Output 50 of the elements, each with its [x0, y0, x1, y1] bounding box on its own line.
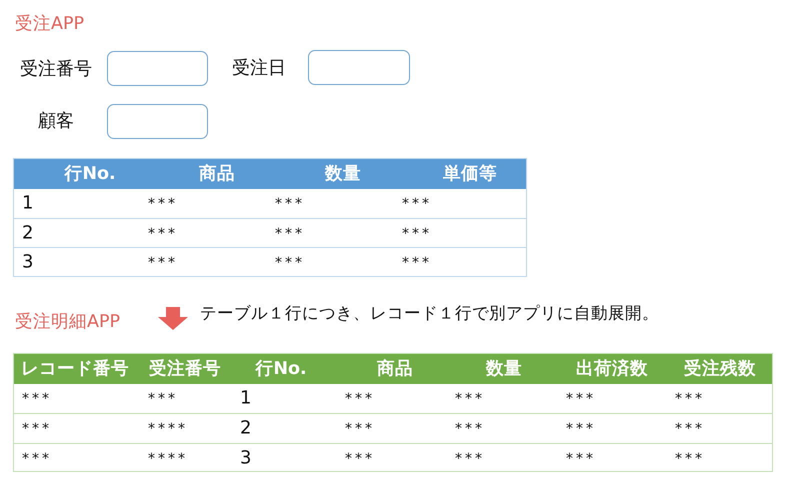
- row-number: 1: [240, 388, 252, 410]
- column-header: 行No.: [64, 164, 116, 184]
- placeholder-value: ***: [148, 196, 178, 212]
- row-number: 3: [22, 252, 34, 274]
- column-header: 受注残数: [684, 358, 756, 380]
- field-label: 受注番号: [20, 60, 92, 80]
- placeholder-value: ***: [402, 254, 432, 272]
- field-label: 顧客: [38, 112, 74, 132]
- placeholder-value: ***: [675, 450, 705, 467]
- placeholder-value: ***: [675, 420, 705, 438]
- placeholder-value: ***: [566, 450, 596, 467]
- placeholder-value: ***: [275, 196, 305, 212]
- placeholder-value: ***: [148, 225, 178, 242]
- row-number: 2: [22, 223, 34, 244]
- placeholder-value: ***: [148, 254, 178, 272]
- placeholder-value: ****: [148, 450, 188, 467]
- row-number: 3: [240, 448, 252, 469]
- section-title: 受注APP: [15, 14, 84, 34]
- placeholder-value: ***: [455, 390, 485, 408]
- column-header: レコード番号: [21, 358, 129, 380]
- placeholder-value: ***: [345, 450, 375, 467]
- placeholder-value: ***: [402, 225, 432, 242]
- placeholder-value: ***: [402, 196, 432, 212]
- placeholder-value: ***: [345, 420, 375, 438]
- placeholder-value: ***: [275, 225, 305, 242]
- column-header: 単価等: [443, 164, 497, 184]
- column-header: 数量: [325, 164, 361, 184]
- note-text: テーブル１行につき、レコード１行で別アプリに自動展開。: [200, 304, 659, 324]
- placeholder-value: ***: [22, 450, 52, 467]
- placeholder-value: ***: [275, 254, 305, 272]
- placeholder-value: ***: [566, 420, 596, 438]
- column-header: 商品: [377, 358, 413, 380]
- placeholder-value: ****: [148, 420, 188, 438]
- column-header: 商品: [199, 164, 235, 184]
- row-number: 2: [240, 418, 252, 440]
- placeholder-value: ***: [566, 390, 596, 408]
- placeholder-value: ***: [675, 390, 705, 408]
- column-header: 行No.: [255, 358, 307, 380]
- column-header: 受注番号: [149, 358, 221, 380]
- placeholder-value: ***: [22, 390, 52, 408]
- placeholder-value: ***: [345, 390, 375, 408]
- column-header: 出荷済数: [576, 358, 648, 380]
- placeholder-value: ***: [148, 390, 178, 408]
- placeholder-value: ***: [455, 450, 485, 467]
- section-title: 受注明細APP: [15, 312, 120, 332]
- column-header: 数量: [486, 358, 522, 380]
- placeholder-value: ***: [22, 420, 52, 438]
- placeholder-value: ***: [455, 420, 485, 438]
- row-number: 1: [22, 194, 34, 214]
- field-label: 受注日: [232, 58, 286, 80]
